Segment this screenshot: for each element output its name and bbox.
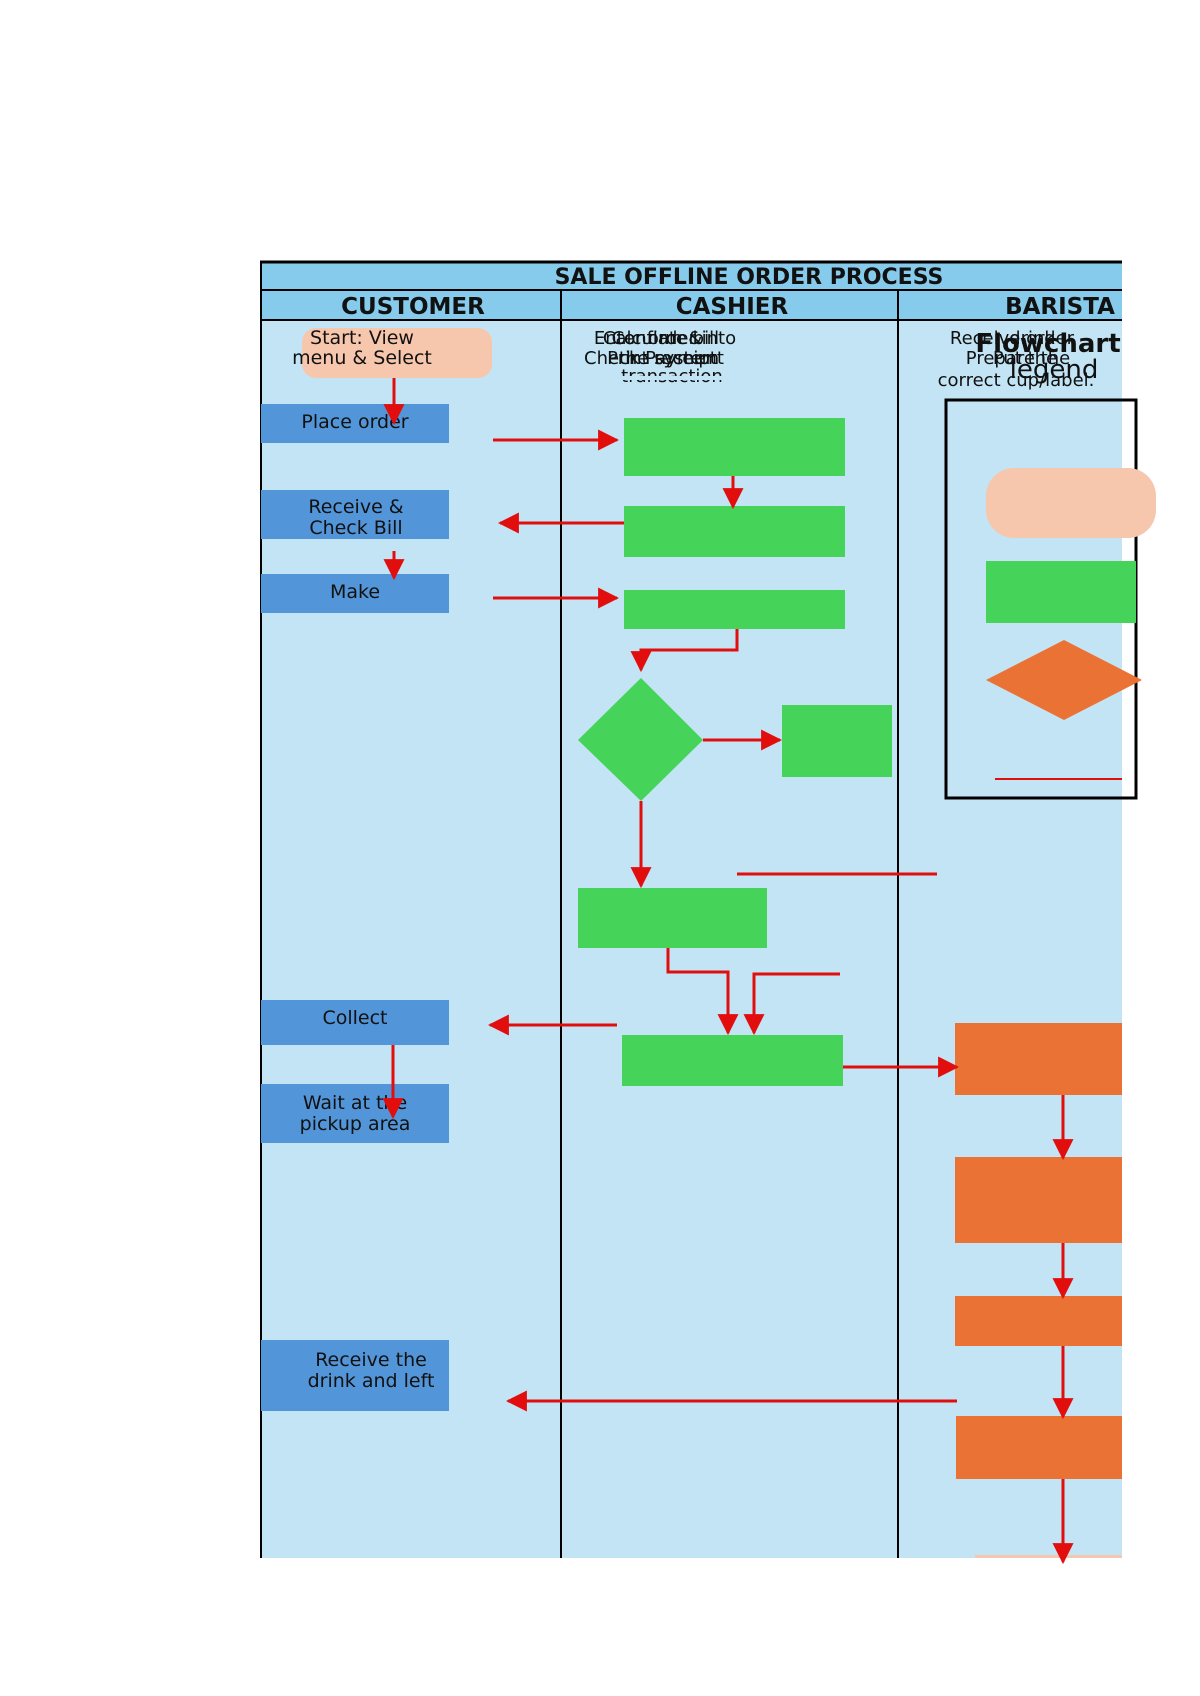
cashier-text-calculate-bill: Calculate bill (603, 328, 719, 349)
step-collect-label: Collect (322, 1007, 387, 1029)
step-make (261, 574, 449, 613)
cashier-text-enter-order: Enter order into (594, 328, 736, 349)
step-place-order (261, 404, 449, 443)
cashier-confirm-box (624, 590, 845, 629)
step-make-label: Make (330, 581, 380, 603)
cashier-text-print-receipt: Print receipt (607, 348, 717, 369)
cashier-text-check-payment: Check Payment (584, 348, 724, 369)
legend-terminator-swatch (986, 468, 1156, 538)
cashier-process-payment-box (578, 888, 767, 948)
title-bar (260, 262, 1122, 289)
cashier-calculate-bill-box (624, 506, 845, 557)
step-receive-drink (261, 1340, 449, 1411)
step-receive-drink-line1: Receive the (315, 1349, 427, 1371)
cashier-text-confirm: Confirm & (612, 328, 703, 349)
step-wait-pickup (261, 1084, 449, 1143)
lane-header-cashier: CASHIER (676, 294, 789, 320)
step-receive-check-bill (261, 490, 449, 539)
cashier-payment-retry-box (782, 705, 892, 777)
step-receive-label-line1: Receive & (308, 496, 403, 518)
barista-text-prepare: Prepare the (966, 348, 1070, 369)
diagram-title: SALE OFFLINE ORDER PROCESS (555, 265, 944, 290)
legend-process-swatch (986, 561, 1136, 623)
barista-text-receive-order: Receive order (950, 328, 1075, 349)
barista-handover-box (956, 1416, 1122, 1479)
arrow-process-to-print (666, 948, 739, 1036)
barista-receive-order-box (955, 1023, 1122, 1095)
cashier-enter-order-box (624, 418, 845, 476)
arrow-confirm-to-decision (630, 629, 739, 673)
cashier-text-the-system: the system (619, 348, 719, 369)
cashier-check-payment-decision (578, 678, 703, 801)
barista-prepare-drink-box (955, 1157, 1122, 1243)
step-receive-drink-line2: drink and left (308, 1370, 435, 1392)
arrow-return-to-print (743, 972, 840, 1036)
barista-text-flowchart: Flowchart (975, 329, 1120, 359)
text-clip-mask (600, 376, 740, 380)
barista-text-drink: drink (1009, 328, 1055, 349)
lane-header-bar (260, 290, 1122, 320)
start-label-line1: Start: View (310, 327, 414, 349)
step-receive-label-line2: Check Bill (309, 517, 402, 539)
start-terminator (302, 328, 492, 378)
barista-text-legend: legend (1010, 355, 1099, 385)
lane-header-barista: BARISTA (1005, 294, 1115, 320)
lane-header-customer: CUSTOMER (341, 294, 485, 320)
barista-text-correct-cup: correct cup/label. (938, 370, 1095, 391)
step-collect (261, 1000, 449, 1045)
barista-end-terminator-edge (975, 1555, 1122, 1558)
step-wait-label-line1: Wait at the (303, 1092, 407, 1114)
legend-decision-swatch (986, 640, 1142, 720)
step-place-order-label: Place order (301, 411, 408, 433)
barista-put-drink-box (955, 1296, 1122, 1346)
cashier-print-receipt-box (622, 1035, 843, 1086)
start-label-line2: menu & Select (292, 347, 432, 369)
flow-arrows (382, 378, 1074, 1565)
barista-text-put: Put the (993, 348, 1057, 369)
